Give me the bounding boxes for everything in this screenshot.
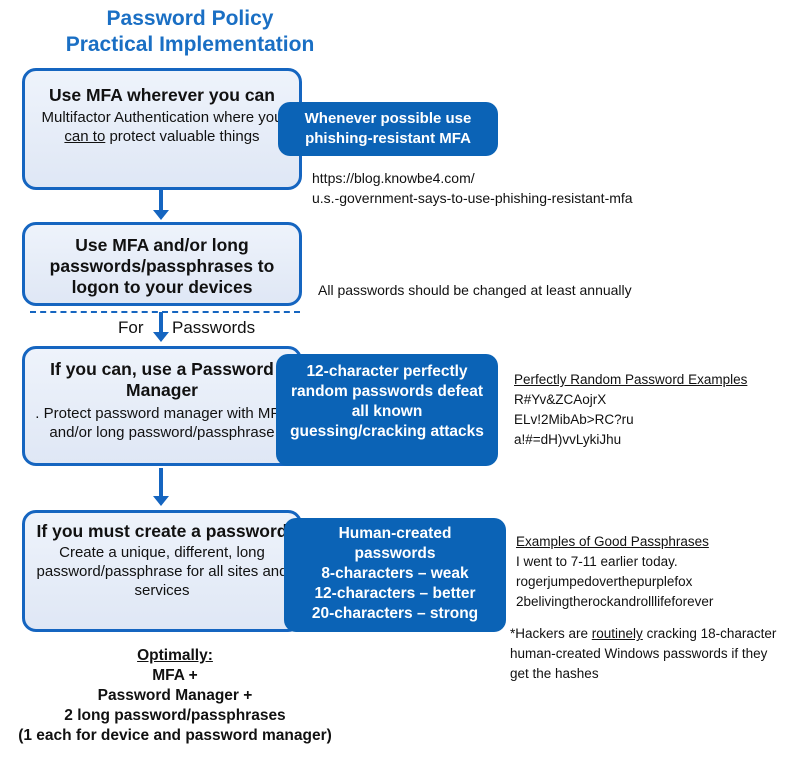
box-use-mfa-heading: Use MFA wherever you can [49,85,275,105]
random-password-examples: Perfectly Random Password Examples R#Yv&… [514,370,794,450]
passphrase-examples: Examples of Good Passphrases I went to 7… [516,532,796,612]
section-divider [30,311,300,313]
arrow-head [153,496,169,506]
box-password-manager-body: . Protect password manager with MFA and/… [35,405,289,441]
arrow-connector [159,312,163,334]
knowbe4-link[interactable]: https://blog.knowbe4.com/ u.s.-governmen… [312,170,633,206]
for-label: For [118,318,144,337]
list-item: ELv!2MibAb>RC?ru [514,412,634,427]
title-line-2: Practical Implementation [65,33,315,56]
box-use-mfa-body: Multifactor Authentication where you can… [41,109,283,145]
box-create-password: If you must create a password Create a u… [22,510,302,632]
box-mfa-long-passwords-heading: Use MFA and/or long passwords/passphrase… [49,235,275,297]
optimally-heading: Optimally: [137,647,213,664]
list-item: R#Yv&ZCAojrX [514,392,607,407]
arrow-head [153,210,169,220]
title-line-1: Password Policy [106,7,274,30]
box-password-manager: If you can, use a Password Manager . Pro… [22,346,302,466]
callout-human-created: Human-created passwords 8-characters – w… [284,518,506,632]
hackers-note: *Hackers are routinely cracking 18-chara… [510,626,777,681]
optimally-summary: Optimally: MFA + Password Manager + 2 lo… [0,646,350,746]
box-use-mfa: Use MFA wherever you can Multifactor Aut… [22,68,302,190]
arrow-connector [159,468,163,498]
box-create-password-body: Create a unique, different, long passwor… [36,544,288,599]
list-item: I went to 7-11 earlier today. [516,554,678,569]
callout-phishing-resistant: Whenever possible use phishing-resistant… [278,102,498,156]
box-create-password-heading: If you must create a password [36,521,288,541]
random-examples-heading: Perfectly Random Password Examples [514,372,748,387]
box-mfa-long-passwords: Use MFA and/or long passwords/passphrase… [22,222,302,306]
annual-change-note: All passwords should be changed at least… [318,282,632,298]
arrow-connector [159,190,163,212]
passwords-label: Passwords [172,318,256,337]
callout-random-passwords: 12-character perfectly random passwords … [276,354,498,466]
list-item: 2belivingtherockandrolllifeforever [516,594,714,609]
list-item: a!#=dH)vvLykiJhu [514,432,622,447]
passphrase-examples-heading: Examples of Good Passphrases [516,534,709,549]
arrow-head [153,332,169,342]
page-title: Password Policy Practical Implementation [20,6,360,58]
box-password-manager-heading: If you can, use a Password Manager [50,359,274,400]
list-item: rogerjumpedoverthepurplefox [516,574,693,589]
